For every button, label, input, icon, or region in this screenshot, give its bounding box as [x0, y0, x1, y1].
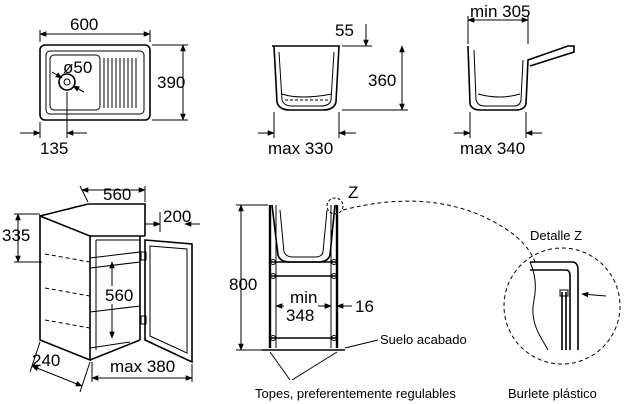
- max-width-label: max 330: [268, 139, 333, 158]
- detail-marker-label: Z: [348, 183, 358, 202]
- cabinet-door: [144, 239, 193, 364]
- sink-outline: [39, 44, 151, 121]
- sink-side-outline: [467, 45, 575, 111]
- drain-hole: [58, 73, 76, 91]
- min-width-top-label: min: [290, 288, 317, 307]
- cabinet-width-label: 560: [103, 185, 131, 204]
- door-depth-label: 200: [163, 207, 191, 226]
- min-top-label: min 305: [470, 2, 530, 21]
- drain-center: [63, 78, 71, 86]
- cabinet-view: 560 200 335 560 240 max 380: [2, 185, 200, 393]
- sink-side-view: min 305 max 340: [454, 2, 575, 158]
- gap-label: 16: [355, 297, 374, 316]
- cabinet-max-depth-label: max 380: [110, 357, 175, 376]
- installation-view: Z 800 min 348 16 Suelo acabado Topes, pr…: [229, 183, 536, 401]
- sink-front-inner: [278, 51, 335, 107]
- drain-offset-label: 135: [40, 139, 68, 158]
- installed-sink: [271, 204, 336, 263]
- feet-label: Topes, preferentemente regulables: [255, 386, 456, 401]
- door-hinge: [140, 315, 147, 325]
- door-hinge: [140, 251, 147, 261]
- sink-inner-rim: [45, 50, 145, 115]
- seal-label: Burlete plástico: [508, 386, 597, 401]
- detail-circle: [503, 247, 621, 365]
- cabinet-shelf: [89, 251, 141, 269]
- drain-diameter-label: ø50: [63, 58, 92, 77]
- detail-z-marker: [326, 197, 344, 215]
- depth-label: 390: [157, 73, 185, 92]
- height-label: 360: [368, 71, 396, 90]
- inner-height-label: 560: [105, 286, 133, 305]
- plastic-seal: [559, 289, 569, 297]
- total-height-label: 800: [229, 275, 257, 294]
- width-label: 600: [70, 15, 98, 34]
- min-width-value-label: 348: [286, 306, 314, 325]
- floor-label: Suelo acabado: [380, 332, 467, 347]
- sink-front-view: 55 360 max 330: [258, 21, 408, 158]
- washboard-ribs: [103, 58, 137, 108]
- upper-height-label: 335: [2, 226, 30, 245]
- foot-label: 240: [32, 351, 60, 370]
- max-depth-label: max 340: [460, 139, 525, 158]
- frame-profile: [561, 292, 567, 350]
- detail-title: Detalle Z: [530, 228, 582, 243]
- rim-label: 55: [335, 21, 354, 40]
- detail-z-view: Detalle Z Burlete plástico: [503, 228, 621, 401]
- sink-top-view: ø50 600 390 135: [20, 15, 188, 158]
- detail-rim: [530, 261, 579, 350]
- sink-front-outline: [272, 45, 340, 111]
- sink-basin: [49, 54, 101, 111]
